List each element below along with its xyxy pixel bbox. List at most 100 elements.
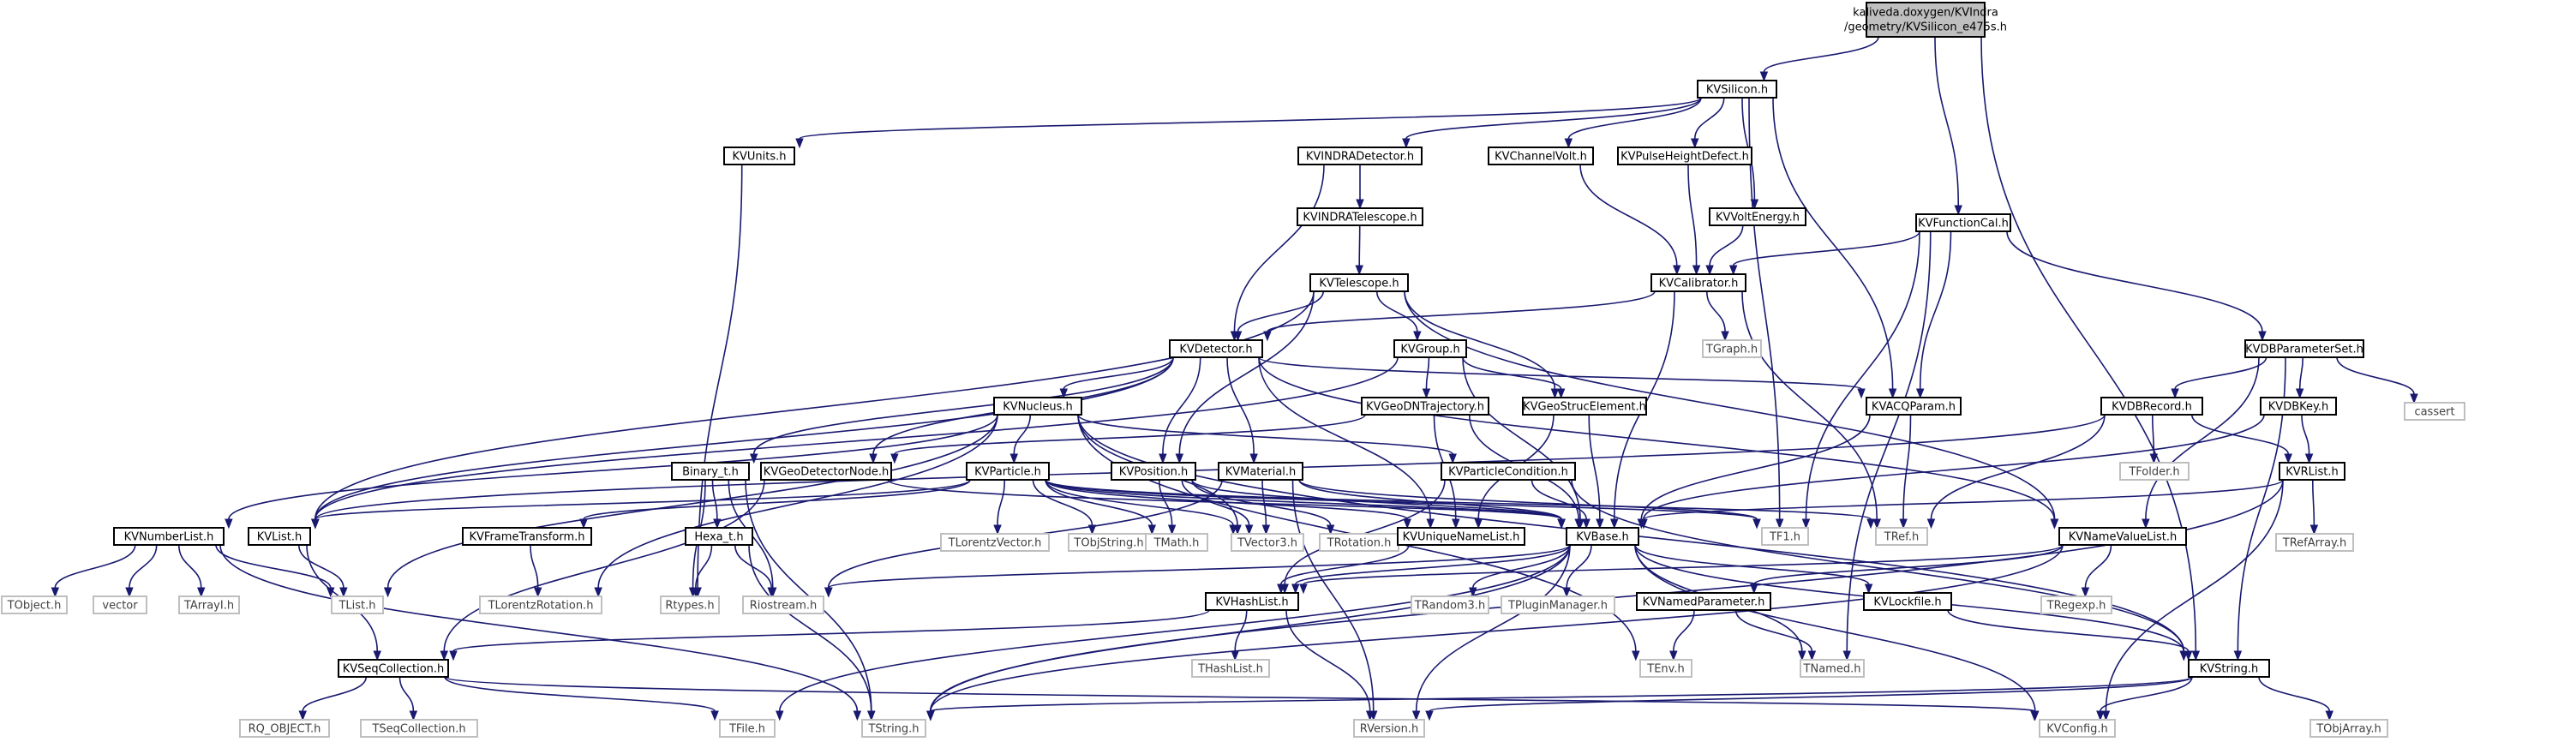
system-header-node-tf1-h: TF1.h xyxy=(1761,527,1809,546)
system-header-node-tvector3-h: TVector3.h xyxy=(1231,533,1304,552)
node-label: KVVoltEnergy.h xyxy=(1716,212,1800,224)
project-file-node-kvnamevaluelist-h[interactable]: KVNameValueList.h xyxy=(2058,527,2187,546)
node-label: Binary_t.h xyxy=(682,466,739,479)
project-file-node-kvnamedparameter-h[interactable]: KVNamedParameter.h xyxy=(1636,592,1771,611)
system-header-node-tstring-h: TString.h xyxy=(861,719,926,738)
edge-functioncal-to-calibrator xyxy=(1728,230,1920,276)
project-file-node-kvdbparameterset-h[interactable]: KVDBParameterSet.h xyxy=(2244,339,2364,358)
node-label: TLorentzRotation.h xyxy=(488,600,594,613)
project-file-node-kvlist-h[interactable]: KVList.h xyxy=(248,527,311,546)
edge-rlist-to-kvconfig xyxy=(2101,479,2284,721)
project-file-node-kvdetector-h[interactable]: KVDetector.h xyxy=(1169,339,1263,358)
project-file-node-kvchannelvolt-h[interactable]: KVChannelVolt.h xyxy=(1488,147,1594,165)
system-header-node-tarrayi-h: TArrayI.h xyxy=(178,595,240,614)
edge-dbrecord-to-rlist xyxy=(2190,414,2292,464)
project-file-node-kvunits-h[interactable]: KVUnits.h xyxy=(723,147,795,165)
edge-numberlist-to-tlist xyxy=(215,544,335,598)
node-label: KVNamedParameter.h xyxy=(1643,596,1765,609)
project-file-node-kvtelescope-h[interactable]: KVTelescope.h xyxy=(1309,273,1409,292)
edge-dbrecord-to-tref xyxy=(1926,414,2106,530)
project-file-node-kvdbrecord-h[interactable]: KVDBRecord.h xyxy=(2100,397,2203,416)
edge-functioncal-to-dbparamset xyxy=(2006,230,2267,342)
node-label: TString.h xyxy=(867,723,919,736)
project-file-node-kvgeostrucelement-h[interactable]: KVGeoStrucElement.h xyxy=(1522,397,1647,416)
project-file-node-kvstring-h[interactable]: KVString.h xyxy=(2188,659,2270,678)
edge-calibrator-to-tref xyxy=(1741,290,1881,530)
edge-kvstring-to-rversion xyxy=(1425,676,2193,721)
project-file-node-kvfunctioncal-h[interactable]: KVFunctionCal.h xyxy=(1915,213,2011,232)
node-label: KVDBKey.h xyxy=(2268,401,2328,414)
project-file-node-kvgeodntrajectory-h[interactable]: KVGeoDNTrajectory.h xyxy=(1361,397,1489,416)
edge-frametransform-to-tlorentzrotation xyxy=(530,544,542,598)
edge-detector-to-nucleus xyxy=(1059,356,1174,399)
node-label: KVParticleCondition.h xyxy=(1448,466,1568,479)
project-file-node-kvindradetector-h[interactable]: KVINDRADetector.h xyxy=(1297,147,1423,165)
node-label: TVector3.h xyxy=(1237,537,1297,550)
system-header-node-tseqcollection-h: TSeqCollection.h xyxy=(360,719,478,738)
node-label: KVString.h xyxy=(2200,663,2259,676)
project-file-node-binary-t-h[interactable]: Binary_t.h xyxy=(671,462,750,481)
edge-hexa-to-tstring xyxy=(748,544,876,721)
edge-detector-to-uniquenamelist xyxy=(1258,356,1435,530)
node-label: KVDetector.h xyxy=(1179,344,1252,356)
system-header-node-rq-object-h: RQ_OBJECT.h xyxy=(239,719,330,738)
project-file-node-kvparticlecondition-h[interactable]: KVParticleCondition.h xyxy=(1441,462,1576,481)
project-file-node-kvparticle-h[interactable]: KVParticle.h xyxy=(966,462,1050,481)
project-file-node-kvvoltenergy-h[interactable]: KVVoltEnergy.h xyxy=(1709,207,1806,226)
system-header-node-tregexp-h: TRegexp.h xyxy=(2040,595,2112,614)
project-file-node-kvnucleus-h[interactable]: KVNucleus.h xyxy=(993,397,1082,416)
node-label: KVDBRecord.h xyxy=(2112,401,2192,414)
system-header-node-rversion-h: RVersion.h xyxy=(1353,719,1425,738)
node-label: KVPulseHeightDefect.h xyxy=(1620,151,1749,164)
edge-seqcollection-to-rqobject xyxy=(298,676,368,721)
project-file-node-kvrlist-h[interactable]: KVRList.h xyxy=(2279,462,2345,481)
edge-material-to-tf1 xyxy=(1298,479,1761,530)
edge-namedparam-to-tnamed xyxy=(1734,609,1817,661)
system-header-node-vector: vector xyxy=(93,595,147,614)
project-file-node-kvdbkey-h[interactable]: KVDBKey.h xyxy=(2260,397,2337,416)
project-file-node-hexa-t-h[interactable]: Hexa_t.h xyxy=(685,527,753,546)
project-file-node-kvhashlist-h[interactable]: KVHashList.h xyxy=(1205,592,1299,611)
project-file-node-kvmaterial-h[interactable]: KVMaterial.h xyxy=(1218,462,1303,481)
node-label: RQ_OBJECT.h xyxy=(249,723,321,736)
edge-hexa-to-riostream xyxy=(734,544,776,598)
node-label: KVPosition.h xyxy=(1119,466,1188,479)
edge-detector-to-binary xyxy=(749,356,1174,464)
edge-nucleus-to-tlist xyxy=(383,414,998,598)
edge-material-to-rversion xyxy=(1291,479,1378,721)
project-file-node-kvpulseheightdefect-h[interactable]: KVPulseHeightDefect.h xyxy=(1617,147,1752,165)
dependency-edges xyxy=(51,36,2418,721)
project-file-node-kvseqcollection-h[interactable]: KVSeqCollection.h xyxy=(338,659,449,678)
edge-functioncal-to-tnamed xyxy=(1842,230,1932,661)
project-file-node-kvgeodetectornode-h[interactable]: KVGeoDetectorNode.h xyxy=(760,462,892,481)
project-file-node-kvframetransform-h[interactable]: KVFrameTransform.h xyxy=(462,527,592,546)
edge-telescope-to-position xyxy=(1175,290,1315,464)
edge-geodetnode-to-seqcollection xyxy=(440,479,765,661)
node-label: Riostream.h xyxy=(750,600,818,613)
system-header-node-trandom3-h: TRandom3.h xyxy=(1411,595,1489,614)
edge-detector-to-position xyxy=(1159,356,1201,464)
project-file-node-kvgroup-h[interactable]: KVGroup.h xyxy=(1393,339,1467,358)
edge-numberlist-to-vector xyxy=(125,544,158,598)
edge-geostruc-to-kvbase xyxy=(1588,414,1604,530)
project-file-node-kvindratelescope-h[interactable]: KVINDRATelescope.h xyxy=(1297,207,1423,226)
edge-root-to-functioncal xyxy=(1934,36,1962,216)
project-file-node-kvsilicon-h[interactable]: KVSilicon.h xyxy=(1697,80,1777,99)
edge-seqcollection-to-tseqcollection xyxy=(398,676,418,721)
project-file-node-kvposition-h[interactable]: KVPosition.h xyxy=(1111,462,1196,481)
edge-silicon-to-indradet xyxy=(1402,97,1702,149)
project-file-node-kvuniquenamelist-h[interactable]: KVUniqueNameList.h xyxy=(1397,527,1525,546)
edge-group-to-geostruc xyxy=(1462,356,1566,399)
project-file-node-kvlockfile-h[interactable]: KVLockfile.h xyxy=(1863,592,1952,611)
node-label: TMath.h xyxy=(1153,537,1200,550)
project-file-node-kvacqparam-h[interactable]: KVACQParam.h xyxy=(1866,397,1962,416)
project-file-node-kvnumberlist-h[interactable]: KVNumberList.h xyxy=(113,527,225,546)
project-file-node-kvbase-h[interactable]: KVBase.h xyxy=(1566,527,1639,546)
node-label: TNamed.h xyxy=(1803,663,1861,676)
node-label: KVNumberList.h xyxy=(124,531,214,544)
edge-indradet-to-indratel xyxy=(1356,165,1364,210)
edge-namevaluelist-to-hashlist xyxy=(1299,544,2064,595)
edge-particle-to-kvlist xyxy=(311,479,971,530)
project-file-node-kvcalibrator-h[interactable]: KVCalibrator.h xyxy=(1650,273,1746,292)
system-header-node-trotation-h: TRotation.h xyxy=(1319,533,1399,552)
